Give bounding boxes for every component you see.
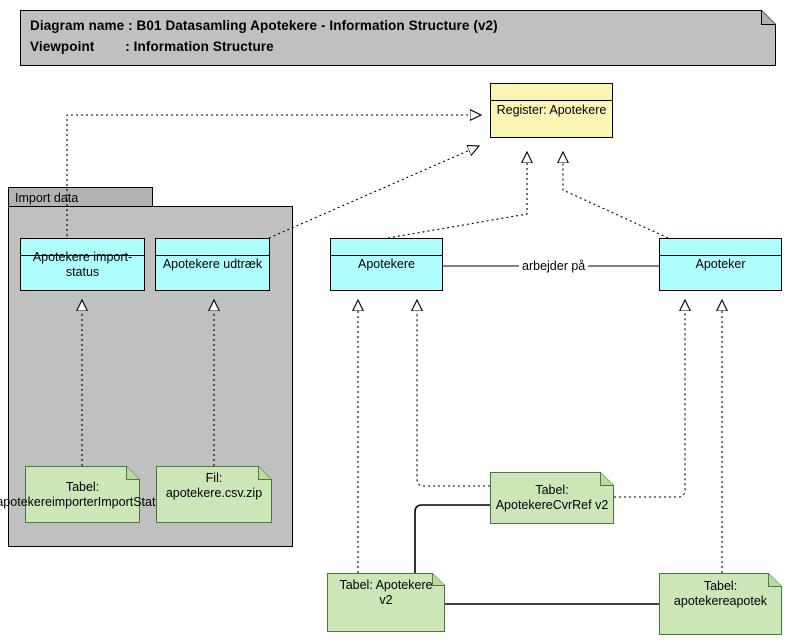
group-import-data-tab[interactable]: Import data: [8, 187, 153, 207]
note-shape: [490, 472, 614, 524]
node-register-label: Register: Apotekere: [496, 103, 607, 118]
note-shape: [659, 573, 782, 635]
title-note-shape: [20, 10, 776, 66]
node-apotekere[interactable]: Apotekere: [330, 238, 443, 291]
conn-tabel-apotekere-v2-to-cvrref: [414, 504, 490, 573]
node-register-header-band: [491, 84, 612, 101]
conn-tabel-cvrref-to-apotekere: [417, 300, 490, 487]
node-tabel-apotekereimporterimportstatus[interactable]: Tabel: apotekereimporterImportStatus: [0, 466, 169, 523]
note-shape: [327, 573, 445, 632]
node-tabel-importstatus-label: Tabel: apotekereimporterImportStatus: [0, 479, 169, 509]
diagram-name-text: Diagram name : B01 Datasamling Apotekere…: [30, 18, 498, 33]
note-shape: [156, 466, 272, 523]
node-register-apotekere[interactable]: Register: Apotekere: [490, 83, 613, 138]
node-apoteker[interactable]: Apoteker: [659, 238, 782, 291]
node-apoteker-header-band: [660, 239, 781, 256]
conn-tabel-cvrref-to-apoteker: [614, 300, 685, 498]
node-apotekere-udtraek[interactable]: Apotekere udtræk: [155, 238, 270, 291]
node-tabel-apotekere-v2-label: Tabel: Apotekere v2: [339, 578, 433, 607]
node-import-status-label: Apotekere import-status: [32, 250, 133, 279]
node-apotekere-header-band: [331, 239, 442, 256]
node-apotekere-import-status[interactable]: Apotekere import-status: [20, 238, 145, 291]
node-apoteker-label: Apoteker: [695, 257, 746, 272]
node-import-status-header-band: [21, 239, 144, 256]
group-import-data-label: Import data: [15, 191, 79, 205]
conn-apoteker-to-register: [563, 152, 669, 239]
node-apotekere-label: Apotekere: [358, 257, 415, 272]
note-shape: [25, 466, 140, 523]
node-tabel-apotekereapotek-label: Tabel: apotekereapotek: [673, 579, 768, 608]
diagram-viewpoint-text: Viewpoint : Information Structure: [30, 39, 274, 54]
node-tabel-apotekere-v2[interactable]: Tabel: Apotekere v2: [327, 573, 445, 632]
node-fil-csv-label: Fil: apotekere.csv.zip: [165, 471, 263, 500]
diagram-title-note: Diagram name : B01 Datasamling Apotekere…: [20, 10, 776, 66]
conn-udtraek-to-register: [268, 146, 479, 239]
node-udtraek-label: Apotekere udtræk: [162, 257, 263, 272]
conn-apotekere-to-register: [387, 152, 527, 239]
node-tabel-apotekerecvrref-v2[interactable]: Tabel: ApotekereCvrRef v2: [490, 472, 614, 524]
node-tabel-cvrref-label: Tabel: ApotekereCvrRef v2: [495, 483, 609, 512]
node-tabel-apotekereapotek[interactable]: Tabel: apotekereapotek: [659, 573, 782, 635]
assoc-label-arbejder-pa: arbejder på: [519, 259, 589, 273]
node-udtraek-header-band: [156, 239, 269, 256]
node-fil-apotekere-csv-zip[interactable]: Fil: apotekere.csv.zip: [156, 466, 272, 523]
